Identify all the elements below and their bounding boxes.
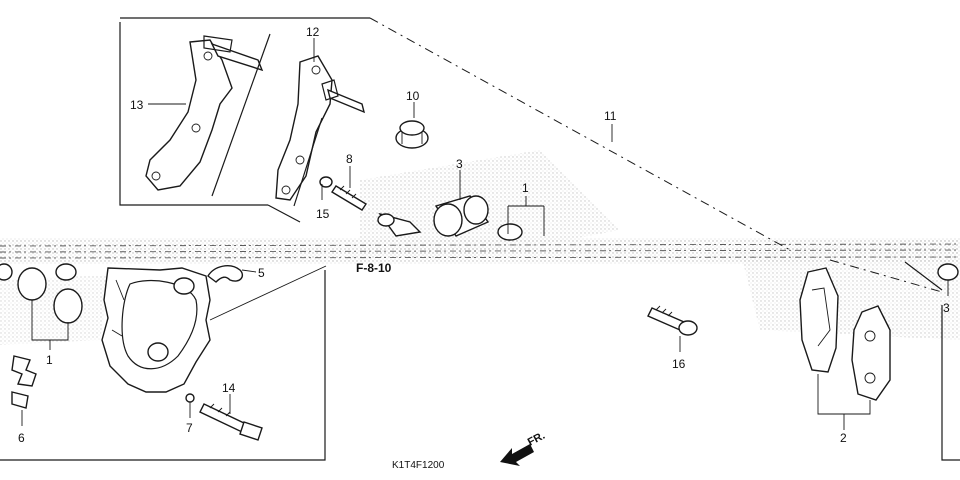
part-16-bolt xyxy=(647,305,698,336)
callout-7: 7 xyxy=(186,421,193,435)
assembly-outline xyxy=(0,17,960,461)
callout-5: 5 xyxy=(258,266,265,280)
reference-dash-line xyxy=(369,17,943,293)
part-12-bracket xyxy=(275,55,366,207)
callout-16: 16 xyxy=(672,357,686,371)
section-reference: F-8-10 xyxy=(356,261,392,275)
part-3-boot xyxy=(377,195,523,241)
callout-1: 1 xyxy=(522,181,529,195)
diagram-code: K1T4F1200 xyxy=(392,460,445,471)
callout-1-left: 1 xyxy=(46,353,53,367)
part-1-seals xyxy=(0,263,83,324)
part-13-bracket xyxy=(145,33,271,197)
callout-labels: 13 12 10 11 8 3 1 15 5 1 6 14 7 16 2 3 xyxy=(18,25,950,445)
front-direction-label: FR. xyxy=(526,430,547,449)
callout-12: 12 xyxy=(306,25,320,39)
callout-11: 11 xyxy=(604,109,617,123)
part-6-spring xyxy=(11,355,37,409)
callout-2: 2 xyxy=(840,431,847,445)
callout-8: 8 xyxy=(346,152,353,166)
caliper-body xyxy=(101,267,211,393)
callout-13: 13 xyxy=(130,98,144,112)
callout-10: 10 xyxy=(406,89,420,103)
part-14-bleeder xyxy=(185,393,263,441)
part-10-nut xyxy=(395,120,429,149)
callout-6: 6 xyxy=(18,431,25,445)
front-direction-arrow: FR. xyxy=(500,430,547,466)
callout-3-right: 3 xyxy=(943,301,950,315)
callout-15: 15 xyxy=(316,207,330,221)
callout-3: 3 xyxy=(456,157,463,171)
leader-lines xyxy=(21,38,949,430)
part-2-pads xyxy=(799,267,891,401)
part-8-pin-bolt xyxy=(319,176,367,211)
scan-noise-band xyxy=(0,238,960,264)
part-5-clip xyxy=(207,265,244,283)
callout-14: 14 xyxy=(222,381,236,395)
part-3-seal-right xyxy=(937,263,959,281)
